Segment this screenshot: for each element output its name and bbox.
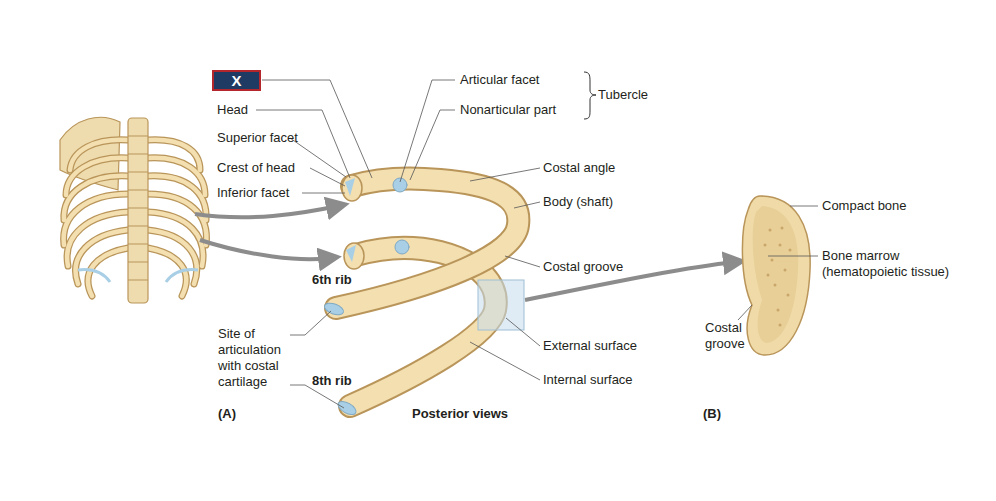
sixth-rib — [323, 175, 518, 317]
view-label: (B) — [703, 406, 721, 422]
key-box: X — [212, 70, 261, 91]
view-label: Posterior views — [412, 406, 508, 422]
leader-lines — [256, 80, 818, 408]
part-label: Compact bone — [822, 198, 907, 214]
view-label: 6th rib — [312, 272, 352, 288]
part-label: Costal groove — [705, 320, 765, 352]
view-label: (A) — [218, 406, 236, 422]
part-label: Body (shaft) — [543, 194, 613, 210]
part-label: Costal angle — [543, 160, 615, 176]
section-highlight — [478, 280, 524, 330]
rib-cross-section — [742, 196, 810, 355]
view-label: 8th rib — [312, 373, 352, 389]
part-label: Nonarticular part — [460, 102, 556, 118]
part-label: Site of articulation with costal cartila… — [218, 326, 300, 390]
tubercle-brace — [584, 72, 596, 119]
part-label: Internal surface — [543, 372, 633, 388]
part-label: Inferior facet — [217, 185, 289, 201]
rib-cage-thumbnail — [60, 117, 206, 303]
part-label: Articular facet — [460, 72, 539, 88]
part-label: Costal groove — [543, 259, 623, 275]
part-label: Crest of head — [217, 160, 295, 176]
part-label: External surface — [543, 338, 637, 354]
box-text: X — [231, 72, 241, 89]
part-label: Superior facet — [217, 130, 298, 146]
part-label: Bone marrow (hematopoietic tissue) — [822, 248, 982, 280]
part-label: Tubercle — [598, 87, 648, 103]
part-label: Head — [217, 102, 248, 118]
